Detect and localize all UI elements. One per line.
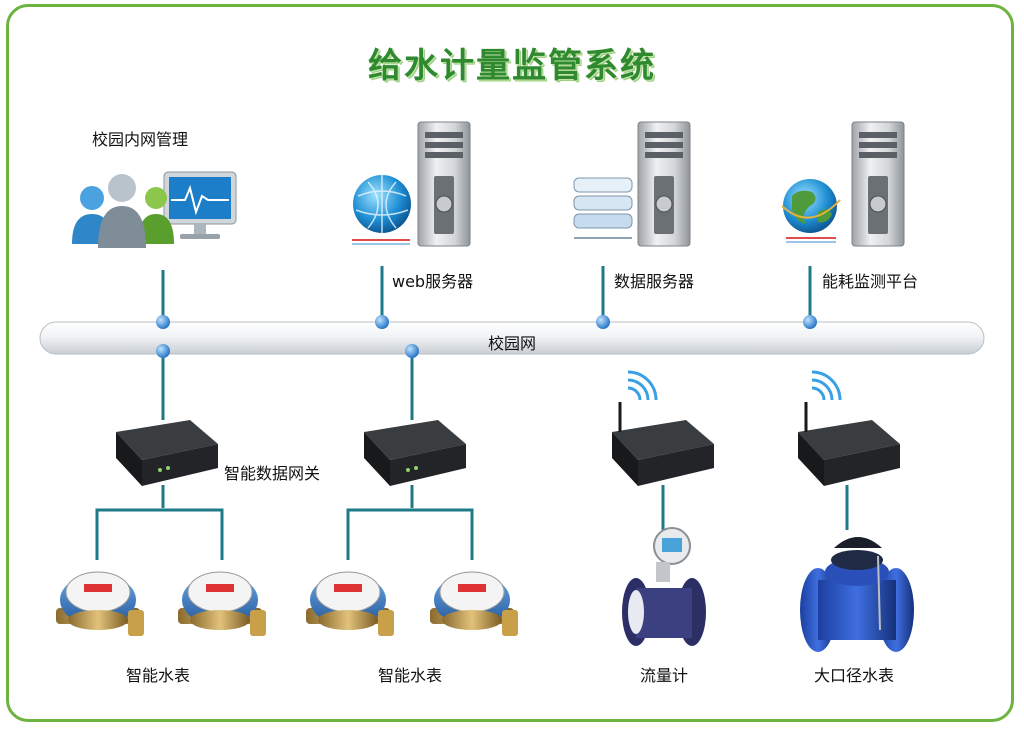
smart-water-meter-icon (430, 571, 518, 636)
database-stack-icon (573, 177, 633, 239)
node-dot (803, 315, 817, 329)
data-server-label: 数据服务器 (614, 272, 695, 291)
campus-intranet-management-label: 校园内网管理 (92, 130, 189, 149)
smart-water-meter-icon (306, 571, 394, 636)
gateway-label: 智能数据网关 (224, 464, 321, 483)
flowmeter-icon (622, 527, 706, 646)
data-server-tower-icon (637, 121, 691, 247)
flowmeter-label: 流量计 (639, 666, 688, 685)
node-dot (156, 315, 170, 329)
network-nodes (156, 315, 817, 358)
intranet-users-monitor-icon (72, 171, 237, 248)
smart-meter-label-2: 智能水表 (377, 666, 442, 685)
large-meter-label: 大口径水表 (813, 666, 894, 685)
web-server-tower-icon (417, 121, 471, 247)
campus-network-label: 校园网 (487, 334, 536, 353)
energy-platform-label: 能耗监测平台 (822, 272, 919, 291)
gateway-device-icon (116, 420, 218, 486)
node-dot (596, 315, 610, 329)
earth-globe-icon (781, 179, 841, 243)
node-dot (405, 344, 419, 358)
web-globe-icon (352, 175, 411, 245)
large-water-meter-icon (800, 537, 914, 652)
smart-water-meter-icon (56, 571, 144, 636)
diagram-title: 给水计量监管系统 (368, 46, 656, 86)
web-server-label: web服务器 (392, 272, 474, 291)
wireless-gateway-device-icon (798, 370, 900, 486)
gateway-device-icon (364, 420, 466, 486)
wireless-gateway-device-icon (612, 370, 714, 486)
node-dot (156, 344, 170, 358)
smart-meter-label-1: 智能水表 (125, 666, 190, 685)
smart-water-meter-icon (178, 571, 266, 636)
upper-connectors (161, 266, 812, 322)
lower-connectors (95, 352, 849, 560)
platform-server-tower-icon (851, 121, 905, 247)
campus-network-bus (39, 321, 985, 355)
node-dot (375, 315, 389, 329)
